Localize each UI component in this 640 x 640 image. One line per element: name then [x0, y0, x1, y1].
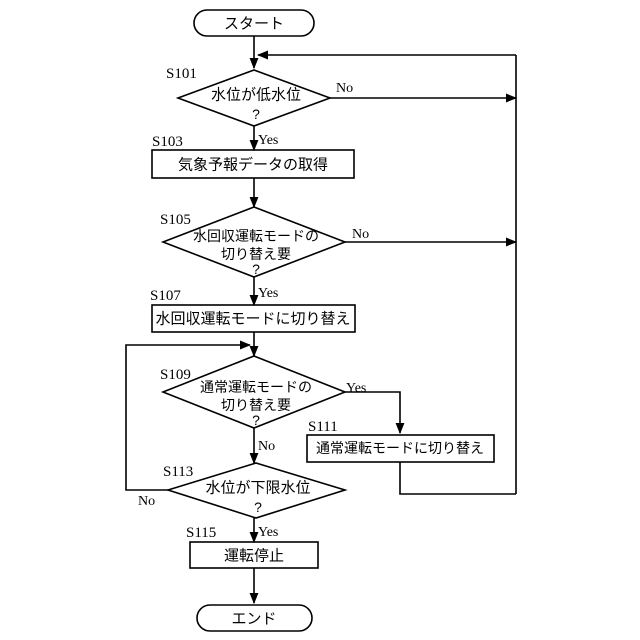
branch-label-s109-yes: Yes: [346, 381, 366, 396]
node-s109[interactable]: 通常運転モードの 切り替え要 ?: [160, 355, 348, 429]
connectors: [125, 36, 518, 605]
node-s113-question-mark: ?: [254, 499, 262, 515]
branch-label-s101-yes: Yes: [258, 133, 278, 148]
step-label-s111: S111: [308, 419, 338, 435]
branch-label-s105-no: No: [352, 227, 369, 242]
node-s101-question-mark: ?: [252, 106, 260, 122]
step-label-s109: S109: [160, 367, 191, 383]
node-s105-label-line1: 水回収運転モードの: [193, 229, 319, 245]
step-label-s107: S107: [150, 288, 181, 304]
step-label-s103: S103: [152, 134, 183, 150]
node-s111[interactable]: 通常運転モードに切り替え: [306, 434, 495, 463]
node-s107[interactable]: 水回収運転モードに切り替え: [151, 304, 356, 333]
node-s109-label-line1: 通常運転モードの: [200, 380, 312, 396]
node-s109-label-line2: 切り替え要: [221, 398, 291, 414]
branch-labels: No Yes No Yes Yes No No Yes: [138, 81, 369, 540]
step-label-s115: S115: [186, 525, 216, 541]
node-start-label: スタート: [224, 15, 284, 33]
node-s101[interactable]: 水位が低水位 ?: [175, 69, 333, 127]
edge-s111-to-bus: [399, 462, 516, 495]
node-s113[interactable]: 水位が下限水位 ?: [165, 462, 348, 519]
node-s109-question-mark: ?: [252, 412, 260, 428]
node-s101-label: 水位が低水位: [211, 86, 301, 104]
node-start[interactable]: スタート: [193, 9, 315, 37]
node-s105-question-mark: ?: [252, 261, 260, 277]
step-label-s105: S105: [160, 212, 191, 228]
node-s105-label-line2: 切り替え要: [221, 247, 291, 263]
edge-s113-no-loop: [125, 340, 252, 491]
branch-label-s113-yes: Yes: [258, 525, 278, 540]
node-s105[interactable]: 水回収運転モードの 切り替え要 ?: [160, 206, 348, 278]
branch-label-s113-no: No: [138, 494, 155, 509]
node-s115-label: 運転停止: [224, 547, 284, 565]
step-labels: S101 S103 S105 S107 S109 S111 S113 S115: [150, 66, 338, 541]
branch-label-s101-no: No: [336, 81, 353, 96]
node-s115[interactable]: 運転停止: [189, 541, 319, 569]
node-s103-label: 気象予報データの取得: [178, 156, 328, 174]
node-s113-label: 水位が下限水位: [205, 479, 310, 497]
node-end[interactable]: エンド: [196, 604, 313, 632]
node-s111-label: 通常運転モードに切り替え: [316, 441, 484, 457]
step-label-s101: S101: [166, 66, 197, 82]
branch-label-s109-no: No: [258, 439, 275, 454]
edge-s109-yes: [345, 391, 405, 435]
node-s107-label: 水回収運転モードに切り替え: [155, 310, 350, 328]
branch-label-s105-yes: Yes: [258, 286, 278, 301]
step-label-s113: S113: [163, 464, 193, 480]
node-s103[interactable]: 気象予報データの取得: [151, 149, 355, 179]
node-end-label: エンド: [231, 610, 276, 628]
